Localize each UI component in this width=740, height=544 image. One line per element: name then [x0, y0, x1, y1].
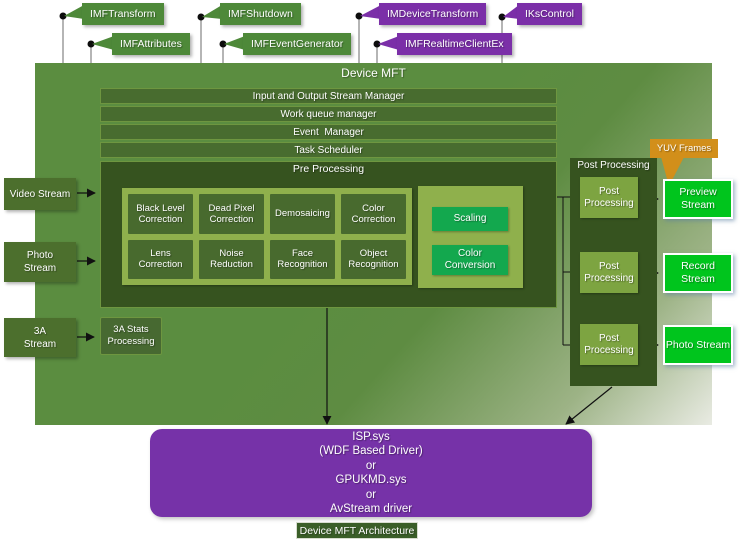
- bar-io-stream-manager: Input and Output Stream Manager: [100, 88, 557, 104]
- driver-line: GPUKMD.sys: [335, 474, 407, 486]
- diagram-caption: Device MFT Architecture: [296, 522, 418, 539]
- 3a-stream-box: 3A Stream: [4, 318, 76, 357]
- stage-color-correction: Color Correction: [341, 194, 406, 234]
- pre-processing-stage-panel: Black Level Correction Dead Pixel Correc…: [122, 188, 412, 285]
- callout-imftransform: IMFTransform: [82, 3, 164, 25]
- post-processing-unit-photo: Post Processing: [580, 324, 638, 365]
- scaling-box: Scaling: [432, 207, 508, 231]
- stage-object-recognition: Object Recognition: [341, 239, 406, 279]
- bar-work-queue-manager: Work queue manager: [100, 106, 557, 122]
- stage-dead-pixel-correction: Dead Pixel Correction: [199, 194, 264, 234]
- driver-line: AvStream driver: [329, 503, 413, 515]
- stage-noise-reduction: Noise Reduction: [199, 239, 264, 279]
- video-stream-box: Video Stream: [4, 178, 76, 210]
- post-processing-unit-record: Post Processing: [580, 252, 638, 293]
- pre-processing-label: Pre Processing: [292, 163, 365, 175]
- driver-line: or: [365, 459, 377, 472]
- stage-lens-correction: Lens Correction: [128, 239, 193, 279]
- post-processing-unit-preview: Post Processing: [580, 177, 638, 218]
- bar-event-manager: Event Manager: [100, 124, 557, 140]
- stage-black-level-correction: Black Level Correction: [128, 194, 193, 234]
- stage-face-recognition: Face Recognition: [270, 239, 335, 279]
- driver-line: ISP.sys: [352, 430, 390, 443]
- color-conversion-box: Color Conversion: [432, 245, 508, 275]
- callout-imdevicetransform: IMDeviceTransform: [379, 3, 487, 25]
- stage-demosaicing: Demosaicing: [270, 194, 335, 234]
- record-stream-box: Record Stream: [663, 253, 733, 293]
- preview-stream-box: Preview Stream: [663, 179, 733, 219]
- 3a-stats-processing-box: 3A Stats Processing: [100, 317, 162, 355]
- driver-line: or: [365, 488, 377, 501]
- driver-line: (WDF Based Driver): [319, 445, 423, 457]
- driver-box: ISP.sys (WDF Based Driver) or GPUKMD.sys…: [150, 429, 592, 517]
- callout-imfeventgenerator: IMFEventGenerator: [243, 33, 352, 55]
- photo-stream-out-box: Photo Stream: [663, 325, 733, 365]
- post-processing-label: Post Processing: [577, 160, 650, 171]
- callout-imfrealtimeclientex: IMFRealtimeClientEx: [397, 33, 512, 55]
- photo-stream-in-box: Photo Stream: [4, 242, 76, 282]
- bar-task-scheduler: Task Scheduler: [100, 142, 557, 158]
- device-mft-title: Device MFT: [341, 66, 406, 80]
- callout-imfshutdown: IMFShutdown: [220, 3, 301, 25]
- yuv-frames-callout: YUV Frames: [650, 139, 718, 158]
- callout-imfattributes: IMFAttributes: [112, 33, 190, 55]
- callout-ikscontrol: IKsControl: [517, 3, 583, 25]
